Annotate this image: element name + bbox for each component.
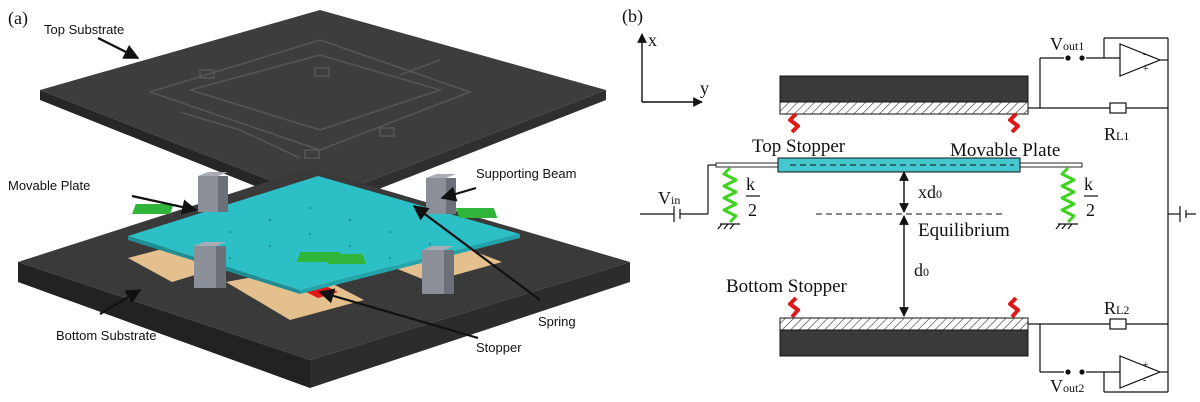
label-gap-top: xd0 [918, 182, 942, 202]
spring-grounds [717, 195, 1098, 230]
movable-plate-schematic [715, 157, 1083, 173]
top-stopper-left [788, 112, 800, 134]
springs-schematic [722, 166, 1076, 224]
label-gap-bottom: d0 [914, 260, 929, 280]
spring-div-left: 2 [748, 200, 757, 220]
callout-spring [412, 205, 541, 301]
plate-springs [132, 204, 498, 264]
vout2-label: Vout2 [1050, 376, 1084, 396]
top-electrode-pattern [149, 39, 473, 159]
bottom-stopper-right [1008, 296, 1020, 319]
spring-k-left: k [746, 174, 755, 194]
label-bottom-substrate: Bottom Substrate [56, 328, 156, 343]
axis-x-label: x [648, 30, 657, 50]
vin-source [640, 164, 716, 222]
opamp-top-plus: + [1143, 64, 1149, 75]
opamp-top [1119, 43, 1162, 77]
label-bottom-stopper: Bottom Stopper [726, 276, 848, 297]
rl1-label: RL1 [1104, 124, 1129, 144]
panel-b: (b) x y [622, 6, 1196, 396]
panel-a-tag: (a) [8, 8, 28, 29]
top-electrode [779, 75, 1029, 115]
opamp-bottom-plus: + [1143, 360, 1149, 371]
coordinate-axes: x y [637, 30, 709, 107]
bias-source [1167, 108, 1196, 324]
beam-pillar [422, 246, 454, 294]
callout-bottom-substrate [99, 289, 142, 315]
beam-pillar [194, 242, 226, 288]
resistor-rl2 [1109, 318, 1127, 330]
label-top-substrate: Top Substrate [44, 22, 124, 37]
spring-k-right: k [1084, 174, 1093, 194]
label-supporting-beam: Supporting Beam [476, 166, 576, 181]
label-movable-plate-b: Movable Plate [950, 140, 1060, 161]
panel-a: (a) [8, 8, 630, 388]
label-movable-plate: Movable Plate [8, 178, 90, 193]
opamp-bottom-minus: - [1143, 375, 1146, 386]
bottom-electrode [779, 317, 1029, 357]
stoppers [788, 112, 1020, 319]
label-spring: Spring [538, 314, 576, 329]
opamp-bottom [1119, 355, 1162, 389]
rl2-label: RL2 [1104, 298, 1129, 318]
callout-top-substrate [97, 37, 140, 59]
beam-pillar [198, 172, 228, 212]
top-output-circuit [1028, 37, 1169, 114]
spring-left [722, 166, 738, 224]
axis-y-label: y [700, 78, 709, 98]
callout-movable-plate [131, 194, 198, 215]
bottom-stopper-left [788, 296, 800, 319]
spring-right [1060, 166, 1076, 224]
beam-pillar [426, 174, 456, 214]
top-substrate [40, 10, 606, 212]
panel-b-tag: (b) [622, 6, 643, 27]
label-stopper: Stopper [476, 340, 522, 355]
spring-div-right: 2 [1086, 200, 1095, 220]
bottom-output-circuit [1028, 318, 1169, 393]
top-stopper-right [1008, 112, 1020, 134]
callout-stopper [318, 288, 479, 340]
callout-supporting-beam [440, 186, 477, 202]
label-top-stopper: Top Stopper [752, 136, 846, 157]
label-equilibrium: Equilibrium [918, 220, 1010, 241]
vout1-label: Vout1 [1050, 34, 1084, 54]
resistor-rl1 [1109, 102, 1127, 114]
opamp-top-minus: - [1143, 49, 1146, 60]
vin-label: Vin [658, 188, 680, 208]
